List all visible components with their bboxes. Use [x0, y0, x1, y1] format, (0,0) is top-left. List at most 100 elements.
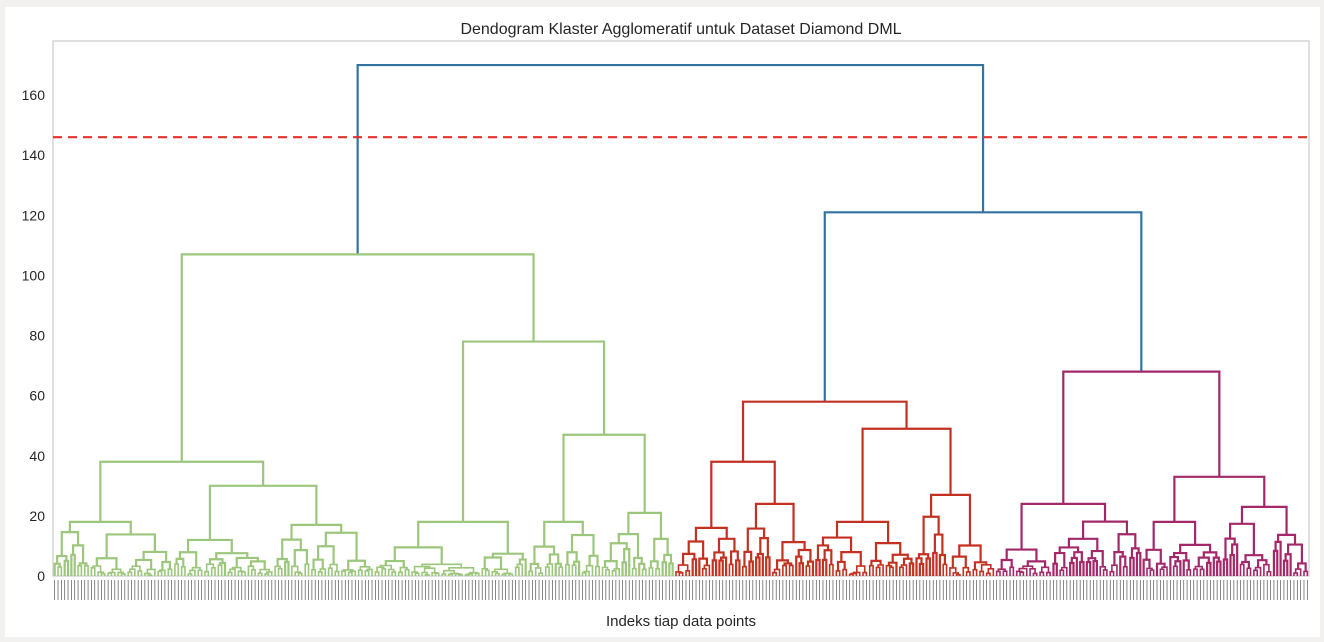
- dendrogram-link-25: [142, 550, 168, 563]
- dendrogram-link-247: [870, 559, 882, 566]
- dendrogram-link-116: [424, 573, 430, 576]
- dendrogram-link-301: [1067, 537, 1099, 552]
- dendrogram-link-251: [891, 553, 909, 563]
- dendrogram-link-40: [178, 551, 198, 568]
- dendrogram-link-323: [1130, 547, 1140, 558]
- dendrogram-link-335: [1179, 543, 1212, 554]
- dendrogram-link-155: [570, 533, 595, 556]
- chart-title: Dendogram Klaster Agglomeratif untuk Dat…: [460, 21, 901, 38]
- x-axis-label: Indeks tiap data points: [606, 613, 756, 630]
- dendrogram-link-171: [613, 568, 621, 576]
- dendrogram-link-115: [421, 571, 428, 576]
- dendrogram-link-0: [356, 63, 985, 255]
- dendrogram-link-133: [484, 569, 490, 576]
- dendrogram-link-306: [1059, 569, 1065, 576]
- dendrogram-link-298: [1039, 571, 1045, 576]
- dendrogram-link-235: [821, 558, 828, 576]
- dendrogram-link-178: [641, 568, 647, 576]
- dendrogram-link-373: [1293, 572, 1299, 576]
- dendrogram-link-163: [581, 572, 587, 576]
- dendrogram-link-295: [1029, 568, 1036, 576]
- dendrogram-link-46: [187, 573, 193, 576]
- dendrogram-link-324: [1129, 556, 1135, 576]
- dendrogram-link-61: [249, 560, 266, 570]
- dendrogram-link-204: [718, 559, 724, 576]
- dendrogram-link-45: [189, 569, 196, 576]
- dendrogram-link-237: [840, 551, 862, 567]
- dendrogram-link-255: [902, 557, 913, 566]
- dendrogram-link-345: [1192, 568, 1198, 576]
- dendrogram-link-71: [274, 565, 281, 576]
- dendrogram-link-201: [713, 551, 725, 561]
- dendrogram-link-291: [1022, 565, 1034, 569]
- dendrogram-link-185: [668, 562, 674, 576]
- dendrogram-link-151: [546, 563, 554, 576]
- dendrogram-link-81: [312, 558, 324, 570]
- dendrogram-link-13: [83, 565, 89, 576]
- dendrogram-link-302: [1058, 546, 1080, 554]
- dendrogram-link-164: [595, 565, 600, 576]
- dendrogram-link-224: [797, 548, 812, 562]
- dendrogram-link-57: [229, 568, 236, 576]
- dendrogram-link-261: [917, 553, 930, 559]
- dendrogram-link-364: [1266, 570, 1272, 576]
- dendrogram-link-20: [111, 568, 122, 573]
- dendrogram-link-39: [186, 538, 233, 554]
- dendrogram-link-356: [1244, 554, 1264, 563]
- dendrogram-link-246: [874, 542, 902, 561]
- dendrogram-link-330: [1146, 567, 1153, 576]
- dendrogram-link-166: [617, 533, 640, 558]
- dendrogram-link-209: [746, 527, 766, 552]
- dendrogram-link-107: [399, 566, 408, 573]
- y-tick-label-160: 160: [22, 87, 46, 103]
- dendrogram-link-297: [1040, 566, 1050, 573]
- dendrogram-link-212: [748, 560, 754, 576]
- dendrogram-link-153: [554, 562, 562, 576]
- dendrogram-link-136: [494, 572, 500, 576]
- dendrogram-link-139: [508, 573, 514, 576]
- dendrogram-link-63: [250, 569, 256, 576]
- dendrogram-link-60: [240, 571, 246, 576]
- dendrogram-link-55: [235, 556, 259, 568]
- dendrogram-link-72: [277, 567, 283, 576]
- dendrogram-link-3: [68, 520, 132, 535]
- dendrogram-link-288: [1002, 570, 1008, 576]
- dendrogram-link-216: [765, 556, 771, 576]
- dendrogram-link-225: [795, 555, 803, 576]
- dendrogram-link-290: [1026, 560, 1047, 568]
- dendrogram-link-304: [1052, 562, 1058, 576]
- dendrogram-link-54: [217, 564, 223, 576]
- dendrogram-link-229: [861, 427, 952, 522]
- dendrogram-link-70: [276, 557, 288, 567]
- dendrogram-link-332: [1155, 562, 1166, 576]
- dendrogram-link-177: [638, 562, 646, 576]
- dendrogram-link-300: [1082, 520, 1129, 539]
- dendrogram-link-85: [329, 563, 338, 572]
- dendrogram-link-349: [1216, 560, 1222, 576]
- dendrogram-link-67: [264, 573, 270, 576]
- dendrogram-link-338: [1174, 560, 1182, 576]
- dendrogram-link-82: [311, 568, 317, 576]
- dendrogram-link-268: [942, 563, 948, 576]
- dendrogram-link-213: [759, 537, 769, 558]
- dendrogram-link-265: [933, 533, 944, 555]
- dendrogram-link-312: [1087, 557, 1097, 563]
- dendrogram-link-267: [938, 553, 946, 576]
- dendrogram-link-202: [711, 559, 718, 576]
- dendrogram-link-374: [1303, 570, 1309, 576]
- dendrogram-link-360: [1256, 559, 1268, 568]
- dendrogram-link-359: [1246, 567, 1252, 576]
- dendrogram-link-160: [588, 554, 599, 567]
- dendrogram-link-99: [393, 546, 443, 565]
- dendrogram-link-88: [347, 559, 367, 570]
- dendrogram-link-74: [293, 549, 308, 567]
- dendrogram-link-203: [719, 556, 728, 576]
- dendrogram-link-346: [1199, 568, 1205, 576]
- dendrogram-link-337: [1169, 555, 1179, 576]
- dendrogram-chart: Dendogram Klaster Agglomeratif untuk Dat…: [22, 21, 1310, 630]
- dendrogram-link-77: [297, 572, 303, 576]
- y-tick-label-100: 100: [22, 267, 46, 283]
- dendrogram-link-186: [823, 211, 1143, 402]
- dendrogram-link-315: [1099, 565, 1107, 576]
- dendrogram-link-274: [962, 566, 970, 576]
